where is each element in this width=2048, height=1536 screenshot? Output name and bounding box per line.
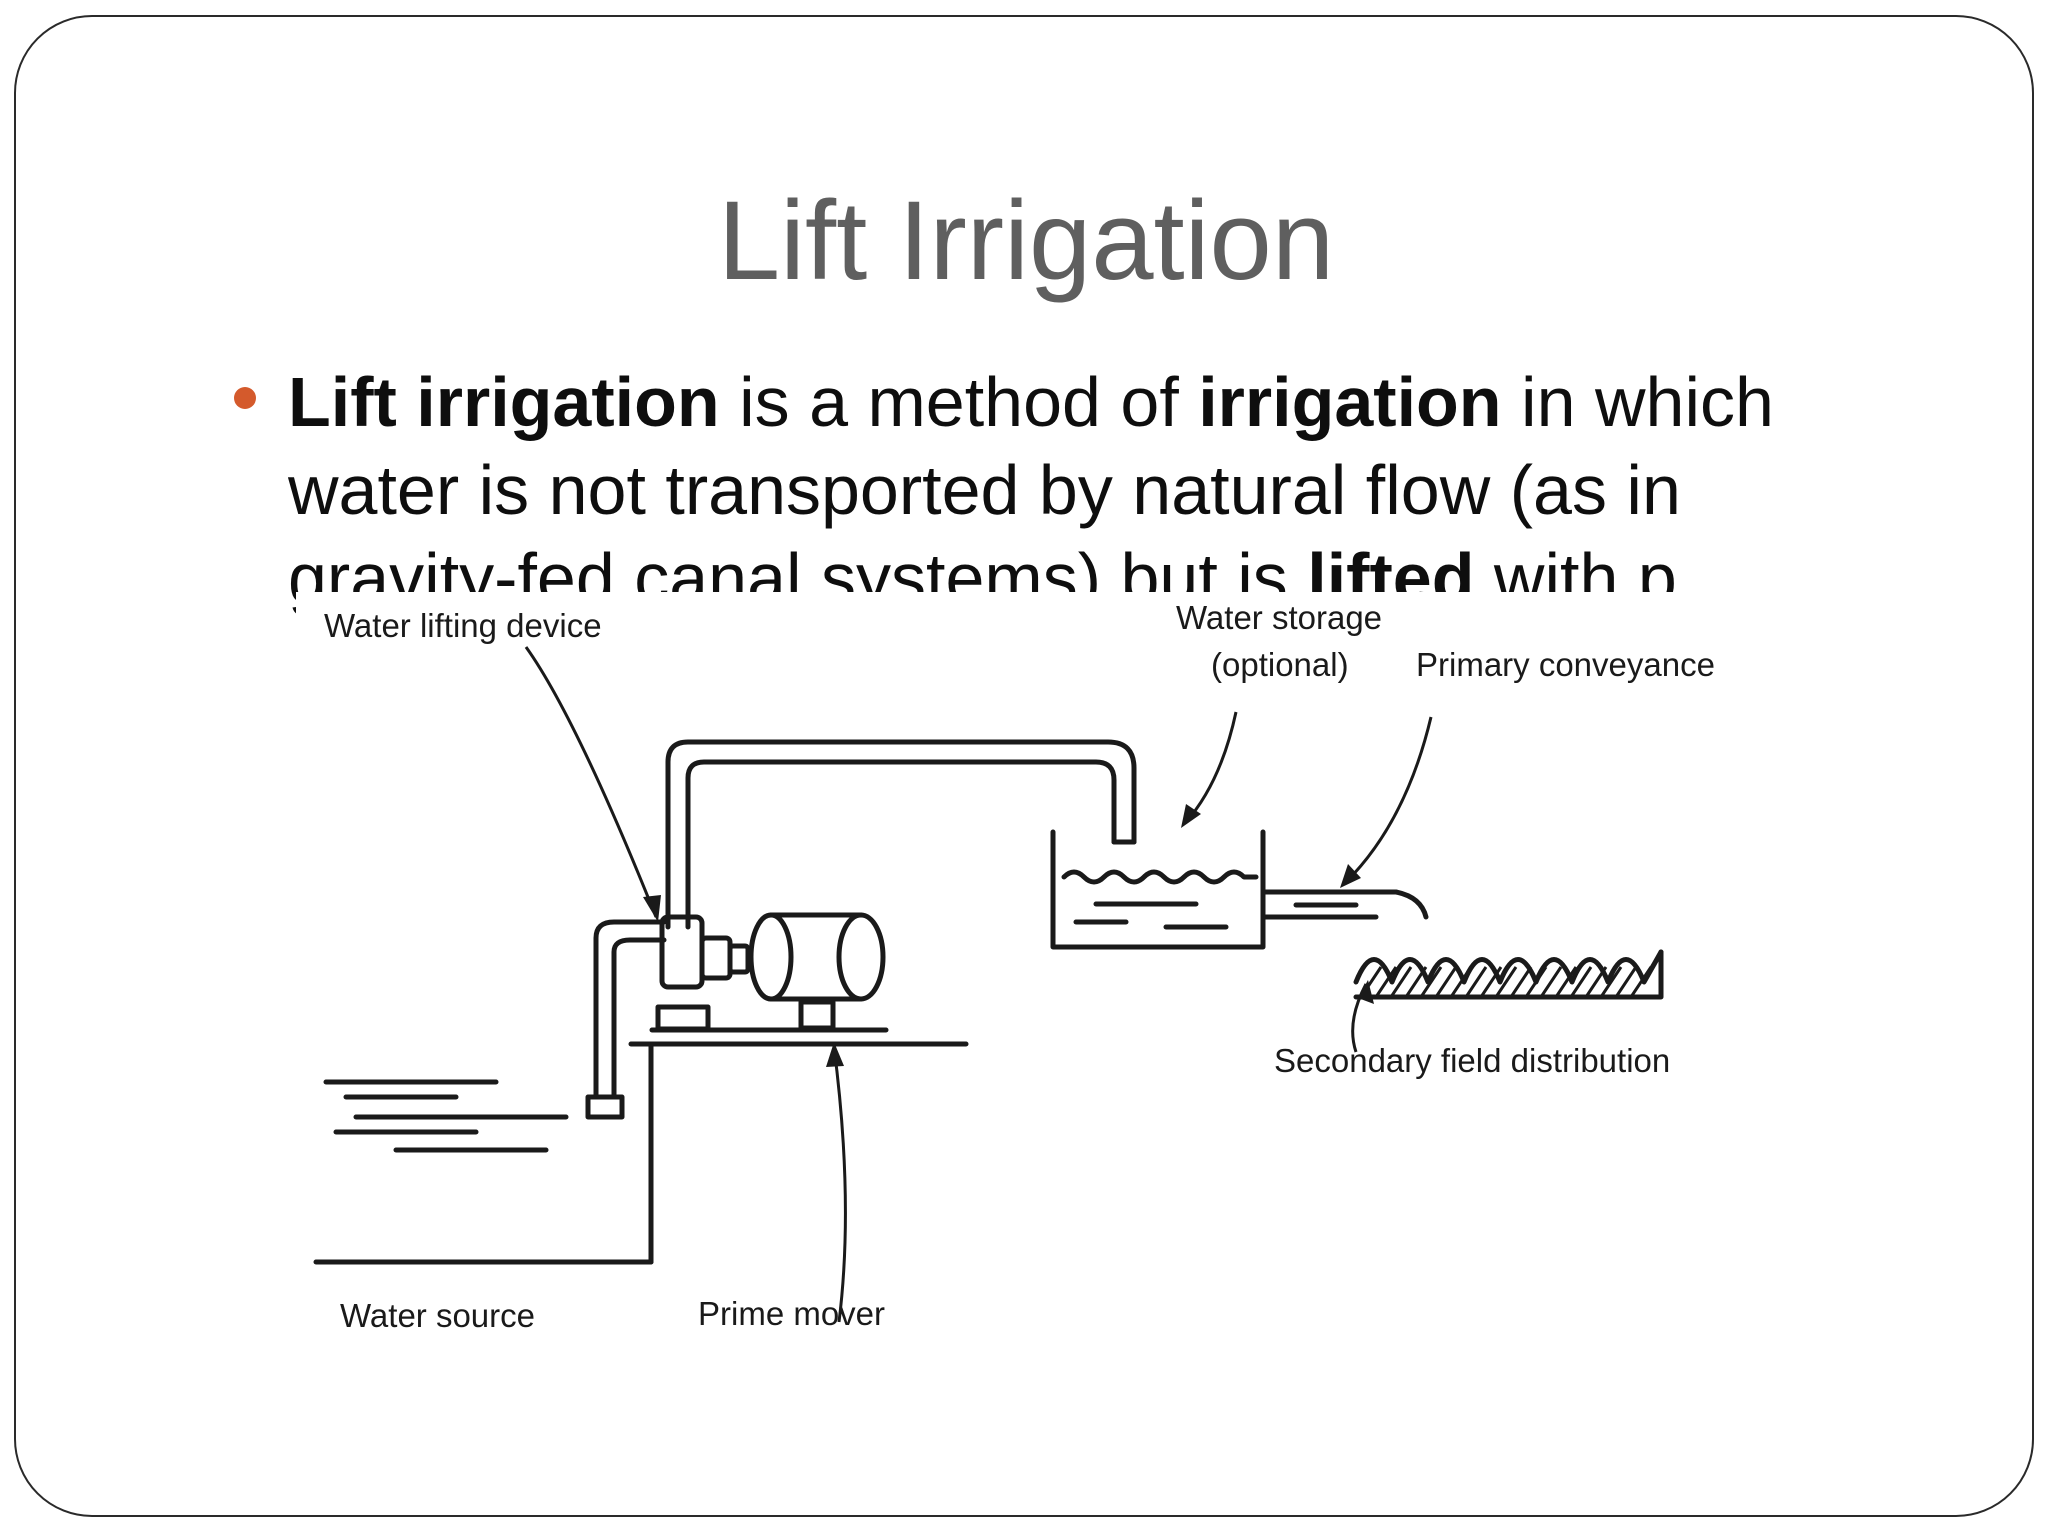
label-prime-mover: Prime mover — [698, 1295, 885, 1332]
bullet-dot-icon — [234, 387, 256, 409]
bold-lift-irrigation: Lift irrigation — [288, 363, 720, 441]
label-primary-conveyance: Primary conveyance — [1416, 646, 1715, 683]
bold-irrigation: irrigation — [1198, 363, 1502, 441]
label-secondary-field-distribution: Secondary field distribution — [1274, 1042, 1670, 1079]
label-water-lifting-device: Water lifting device — [324, 607, 602, 644]
text-segment: is a method of — [719, 363, 1199, 441]
lift-irrigation-diagram: Water lifting device Water storage (opti… — [296, 592, 1781, 1342]
label-optional: (optional) — [1211, 646, 1349, 683]
label-water-storage: Water storage — [1176, 599, 1382, 636]
slide: Lift Irrigation Lift irrigation is a met… — [14, 15, 2034, 1517]
slide-title: Lift Irrigation — [717, 178, 1335, 303]
text-segment: in which water is not transported by nat… — [288, 363, 1774, 617]
label-water-source: Water source — [340, 1297, 535, 1334]
